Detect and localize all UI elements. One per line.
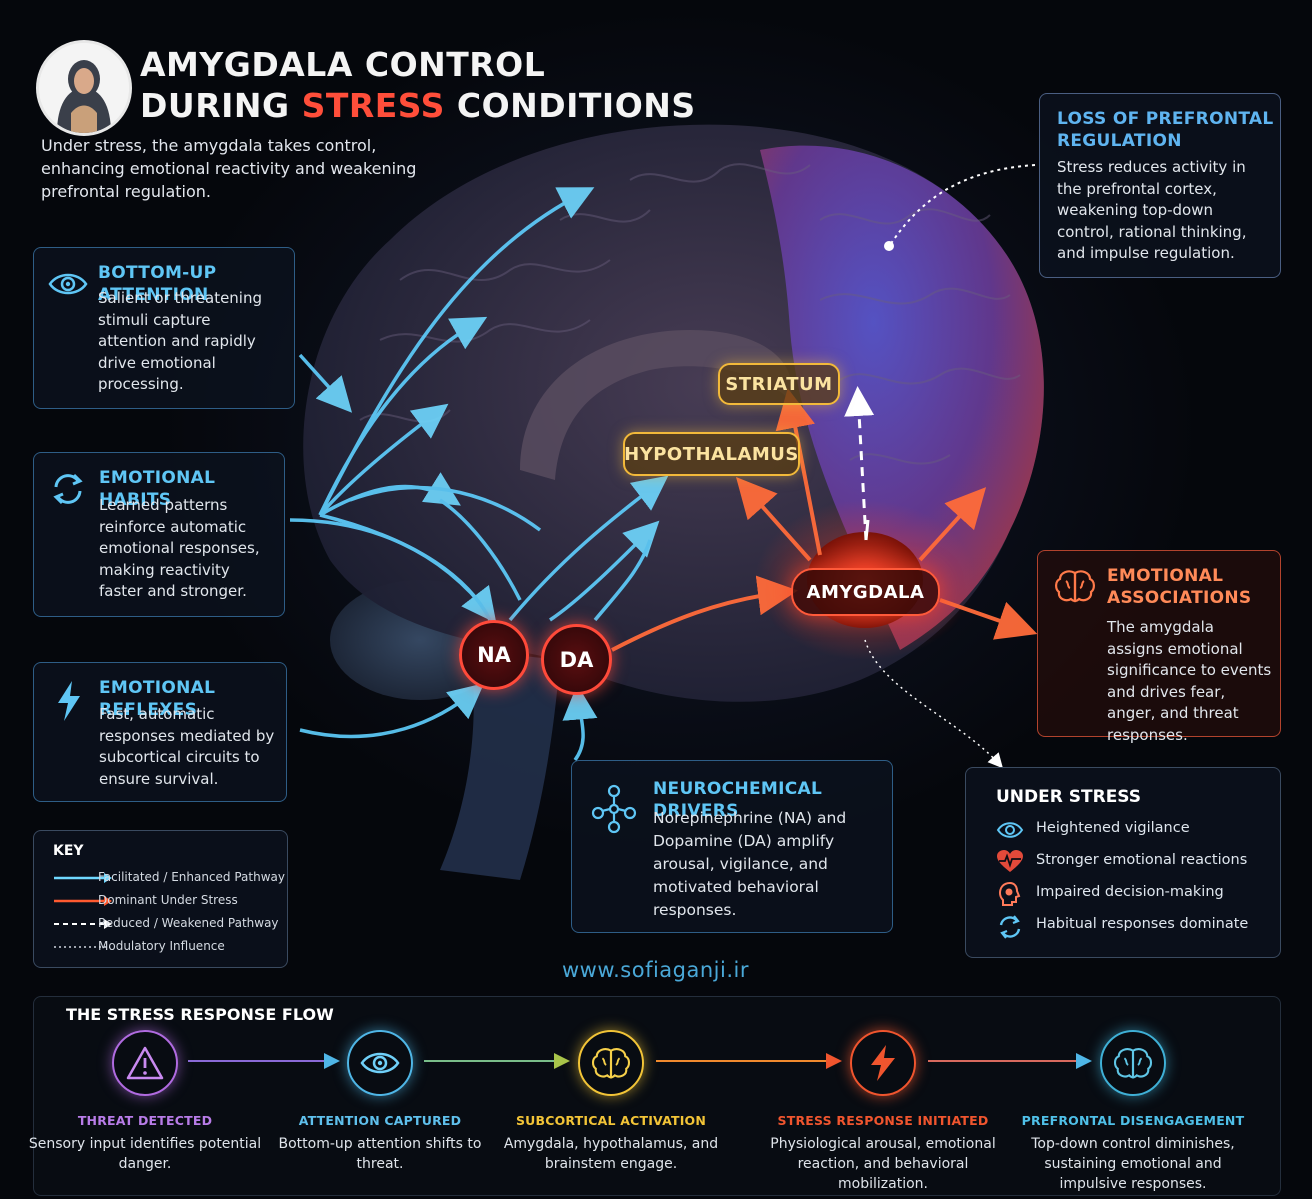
- box-text: Learned patterns reinforce automatic emo…: [99, 496, 260, 600]
- molecule-icon: [591, 784, 637, 834]
- box-title: EMOTIONAL REFLEXES: [99, 678, 216, 720]
- key-title: KEY: [53, 843, 84, 859]
- stress-response-flow: THE STRESS RESPONSE FLOW THREAT DETECTED…: [29, 996, 1281, 1196]
- refresh-icon: [53, 473, 83, 505]
- eye-icon: [48, 273, 88, 295]
- hypothalamus-label: HYPOTHALAMUS: [623, 432, 800, 476]
- flow-step-text: Top-down control diminishes, sustaining …: [1031, 1136, 1235, 1192]
- box-text: Fast, automatic responses mediated by su…: [99, 705, 275, 788]
- refresh-icon: [999, 915, 1021, 939]
- under-stress-item: Impaired decision-making: [1036, 884, 1224, 900]
- subcortical-step-circle: [578, 1030, 644, 1096]
- flow-step-title: STRESS RESPONSE INITIATED: [777, 1113, 989, 1128]
- under-stress-item: Stronger emotional reactions: [1036, 852, 1248, 868]
- prefrontal-box: LOSS OF PREFRONTAL REGULATION Stress red…: [1039, 93, 1281, 278]
- flow-step-title: THREAT DETECTED: [77, 1113, 213, 1128]
- eye-icon: [360, 1052, 400, 1074]
- heartbeat-icon: [997, 850, 1023, 872]
- website-link[interactable]: www.sofiaganji.ir: [562, 958, 749, 982]
- neurochemical-drivers-box: NEUROCHEMICAL DRIVERS Norepinephrine (NA…: [571, 760, 893, 933]
- key-legend: KEY Facilitated / Enhanced Pathway Domin…: [33, 830, 288, 968]
- key-item-dominant: Dominant Under Stress: [98, 893, 238, 907]
- key-item-reduced: Reduced / Weakened Pathway: [98, 916, 279, 930]
- neuro-text: Norepinephrine (NA) and Dopamine (DA) am…: [653, 809, 847, 919]
- flow-arrows: [188, 1053, 1092, 1069]
- author-avatar: [36, 40, 132, 136]
- title-line-2: DURING STRESS CONDITIONS: [140, 86, 696, 125]
- flow-step-title: PREFRONTAL DISENGAGEMENT: [1021, 1113, 1245, 1128]
- brain-illustration: [289, 124, 1044, 880]
- lightning-icon: [58, 681, 80, 721]
- da-node: DA: [541, 624, 612, 695]
- under-stress-title: UNDER STRESS: [996, 787, 1142, 807]
- emotional-reflexes-box: EMOTIONAL REFLEXES Fast, automatic respo…: [33, 662, 287, 802]
- key-line-samples: [54, 873, 112, 948]
- warning-icon: [126, 1046, 164, 1080]
- flow-step-text: Amygdala, hypothalamus, and brainstem en…: [503, 1136, 719, 1172]
- box-text: Salient or threatening stimuli capture a…: [98, 289, 263, 393]
- avatar-portrait-icon: [39, 43, 129, 133]
- head-icon: [998, 881, 1021, 906]
- title-highlight: STRESS: [301, 86, 445, 125]
- page-title: AMYGDALA CONTROL DURING STRESS CONDITION…: [140, 44, 696, 126]
- flow-step-text: Sensory input identifies potential dange…: [28, 1136, 262, 1172]
- associations-text: The amygdala assigns emotional significa…: [1107, 618, 1272, 744]
- na-node: NA: [459, 620, 529, 690]
- under-stress-item: Habitual responses dominate: [1036, 916, 1249, 932]
- flow-step-title: ATTENTION CAPTURED: [298, 1113, 462, 1128]
- emotional-habits-box: EMOTIONAL HABITS Learned patterns reinfo…: [33, 452, 285, 617]
- stress-response-step-circle: [850, 1030, 916, 1096]
- prefrontal-title: LOSS OF PREFRONTAL REGULATION: [1057, 109, 1274, 151]
- amygdala-label: AMYGDALA: [791, 568, 940, 616]
- emotional-associations-box: EMOTIONAL ASSOCIATIONS The amygdala assi…: [1037, 550, 1281, 744]
- neuro-title: NEUROCHEMICAL DRIVERS: [653, 779, 823, 821]
- attention-step-circle: [347, 1030, 413, 1096]
- under-stress-box: UNDER STRESS Heightened vigilance Strong…: [965, 767, 1281, 958]
- title-line-1: AMYGDALA CONTROL: [140, 45, 546, 84]
- striatum-label: STRIATUM: [718, 363, 840, 405]
- bolt-icon: [871, 1045, 895, 1081]
- bottom-up-attention-box: BOTTOM-UP ATTENTION Salient or threateni…: [33, 247, 295, 409]
- flow-step-text: Bottom-up attention shifts to threat.: [278, 1136, 482, 1172]
- under-stress-item: Heightened vigilance: [1036, 820, 1190, 836]
- flow-step-title: SUBCORTICAL ACTIVATION: [515, 1113, 707, 1128]
- eye-icon: [996, 822, 1024, 838]
- key-item-modulatory: Modulatory Influence: [98, 939, 225, 953]
- brain-icon: [591, 1048, 631, 1079]
- brain-icon: [1113, 1048, 1153, 1079]
- intro-text: Under stress, the amygdala takes control…: [41, 136, 417, 201]
- associations-title: EMOTIONAL ASSOCIATIONS: [1107, 566, 1252, 608]
- box-title: EMOTIONAL HABITS: [99, 468, 216, 510]
- box-title: BOTTOM-UP ATTENTION: [98, 263, 217, 305]
- flow-title: THE STRESS RESPONSE FLOW: [66, 1005, 334, 1024]
- threat-step-circle: [112, 1030, 178, 1096]
- brain-icon: [1055, 570, 1095, 603]
- prefrontal-step-circle: [1100, 1030, 1166, 1096]
- key-item-facilitated: Facilitated / Enhanced Pathway: [98, 870, 285, 884]
- flow-step-text: Physiological arousal, emotional reactio…: [770, 1136, 996, 1192]
- prefrontal-text: Stress reduces activity in the prefronta…: [1057, 158, 1247, 262]
